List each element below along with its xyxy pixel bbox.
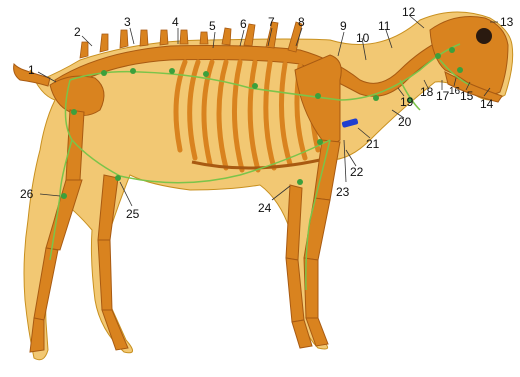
label-19: 19: [400, 95, 414, 109]
label-9: 9: [340, 19, 347, 33]
label-22: 22: [350, 165, 364, 179]
label-15: 15: [460, 89, 474, 103]
label-18: 18: [420, 85, 434, 99]
label-20: 20: [398, 115, 412, 129]
label-7: 7: [268, 15, 275, 29]
label-12: 12: [402, 5, 416, 19]
label-14: 14: [480, 97, 494, 111]
label-21: 21: [366, 137, 380, 151]
label-16: 16: [449, 86, 461, 97]
label-17: 17: [436, 89, 450, 103]
label-4: 4: [172, 15, 179, 29]
label-13: 13: [500, 15, 514, 29]
label-6: 6: [240, 17, 247, 31]
label-24: 24: [258, 201, 272, 215]
label-26: 26: [20, 187, 34, 201]
label-3: 3: [124, 15, 131, 29]
label-23: 23: [336, 185, 350, 199]
label-1: 1: [28, 63, 35, 77]
label-8: 8: [298, 15, 305, 29]
label-11: 11: [378, 19, 391, 33]
label-10: 10: [356, 31, 370, 45]
label-5: 5: [209, 19, 216, 33]
label-25: 25: [126, 207, 140, 221]
label-2: 2: [74, 25, 81, 39]
orbit: [476, 28, 492, 44]
